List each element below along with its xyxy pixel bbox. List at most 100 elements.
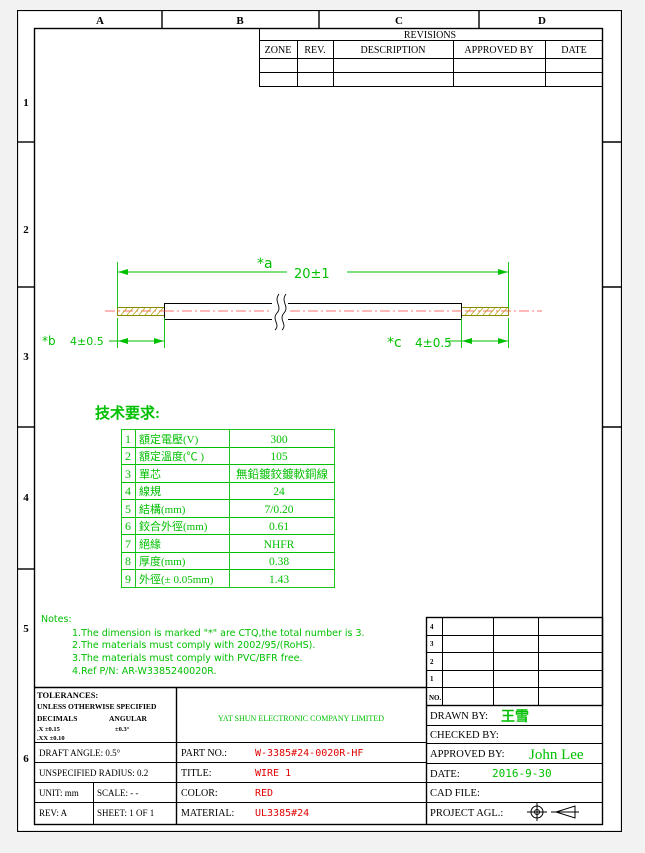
dim-b-label: *b <box>42 334 56 348</box>
engineering-drawing: A B C D 1 2 3 4 5 6 REVISIONS ZONE REV. … <box>17 10 622 832</box>
notes-title: Notes: <box>41 614 72 625</box>
zone-label-d: D <box>538 15 546 27</box>
approved-by-label: APPROVED BY: <box>430 749 505 760</box>
dim-c-arrow-left <box>462 338 472 344</box>
dimensions <box>109 262 509 348</box>
dim-b-arrow-right <box>154 338 164 344</box>
spec-table-grid <box>121 429 335 588</box>
material-label: MATERIAL: <box>181 808 234 819</box>
break-line-left <box>274 293 280 331</box>
scale: SCALE: - - <box>97 788 139 798</box>
zone-ticks <box>18 11 621 570</box>
zone-label-6: 6 <box>23 753 29 765</box>
break-gap <box>272 300 288 323</box>
unit: UNIT: mm <box>39 788 79 798</box>
spec-row-value: 7/0.20 <box>264 504 293 516</box>
spec-row-value: 1.43 <box>269 574 289 586</box>
spec-row-label: 鉸合外徑(mm) <box>139 519 208 533</box>
approved-by-value: John Lee <box>529 747 584 763</box>
spec-row-label: 額定電壓(V) <box>139 432 199 446</box>
spec-row-no: 6 <box>125 519 131 533</box>
drawing-sheet: A B C D 1 2 3 4 5 6 REVISIONS ZONE REV. … <box>17 10 622 832</box>
spec-row-no: 1 <box>125 432 131 446</box>
spec-row-value: 0.61 <box>269 521 289 533</box>
zone-label-a: A <box>96 15 104 27</box>
tolerances-block: TOLERANCES: UNLESS OTHERWISE SPECIFIED D… <box>37 690 157 742</box>
dim-a-value: 20±1 <box>294 267 330 282</box>
tolerances-line1: UNLESS OTHERWISE SPECIFIED <box>37 702 157 711</box>
tolerances-xx: .XX ±0.10 <box>37 735 65 742</box>
rev-mini-table: 4 3 2 1 NO. <box>429 623 442 702</box>
part-no-value: W-3385#24-0020R-HF <box>255 748 363 759</box>
revisions-title: REVISIONS <box>404 30 456 41</box>
spec-row-no: 9 <box>125 572 131 586</box>
checked-by-label: CHECKED BY: <box>430 730 499 741</box>
spec-row-no: 7 <box>125 537 131 551</box>
zone-label-c: C <box>395 15 403 27</box>
spec-row-label: 絕緣 <box>139 538 161 551</box>
spec-row-value: 300 <box>270 434 288 446</box>
rev-mini-no: 3 <box>430 640 434 648</box>
dim-b-value: 4±0.5 <box>70 335 104 348</box>
note-item: 3.The materials must comply with PVC/BFR… <box>72 653 303 664</box>
rev-header-zone: ZONE <box>265 45 292 56</box>
spec-row-no: 8 <box>125 554 131 568</box>
spec-row-label: 外徑(± 0.05mm) <box>139 573 214 586</box>
dim-a-label: *a <box>257 256 273 272</box>
rev-header-description: DESCRIPTION <box>360 45 425 56</box>
title-block-grid <box>34 616 604 825</box>
rev-mini-no: 1 <box>430 675 434 683</box>
color-value: RED <box>255 788 273 799</box>
color-label: COLOR: <box>181 788 218 799</box>
tolerances-title: TOLERANCES: <box>37 690 98 700</box>
drawn-by-label: DRAWN BY: <box>430 711 488 722</box>
zone-label-1: 1 <box>23 97 29 109</box>
zone-label-3: 3 <box>23 351 29 363</box>
spec-row-no: 5 <box>125 502 131 516</box>
spec-row-label: 額定溫度(℃ ) <box>139 449 204 463</box>
note-item: 1.The dimension is marked "*" are CTQ,th… <box>72 628 365 639</box>
tolerances-ang: ±0.3° <box>115 726 130 733</box>
zone-label-b: B <box>236 15 244 27</box>
wire-drawing <box>105 293 542 331</box>
spec-row-value: NHFR <box>264 539 295 551</box>
dim-b-arrow-left <box>118 338 128 344</box>
zone-label-2: 2 <box>23 224 29 236</box>
company-name: YAT SHUN ELECTRONIC COMPANY LIMITED <box>218 714 384 723</box>
outer-border <box>17 10 622 832</box>
conductor-hatch <box>120 307 508 316</box>
spec-row-no: 2 <box>125 449 131 463</box>
note-item: 4.Ref P/N: AR-W3385240020R. <box>72 666 217 677</box>
rev-header-rev: REV. <box>304 45 325 56</box>
note-item: 2.The materials must comply with 2002/95… <box>72 640 315 651</box>
drawn-by-value: 王雪 <box>501 708 529 725</box>
dim-c-label: *c <box>387 335 402 351</box>
rev-mini-no: 2 <box>430 658 434 666</box>
project-agl-label: PROJECT AGL.: <box>430 808 503 819</box>
spec-row-value: 0.38 <box>269 556 289 568</box>
spec-row-value: 105 <box>270 451 288 463</box>
title-label: TITLE: <box>181 768 212 779</box>
revisions-table <box>259 28 603 87</box>
rev: REV: A <box>39 808 68 818</box>
spec-row-label: 結構(mm) <box>139 502 186 516</box>
spec-row-value: 24 <box>273 486 285 498</box>
rev-mini-no: 4 <box>430 623 434 631</box>
zone-label-4: 4 <box>23 492 29 504</box>
dim-a-arrow-right <box>498 269 508 275</box>
dim-a-arrow-left <box>118 269 128 275</box>
spec-heading: 技术要求: <box>95 404 160 422</box>
zone-label-5: 5 <box>23 623 29 635</box>
sheet: SHEET: 1 OF 1 <box>97 808 154 818</box>
part-no-label: PART NO.: <box>181 748 227 759</box>
draft-angle: DRAFT ANGLE: 0.5° <box>39 748 121 758</box>
break-line-right <box>281 293 287 331</box>
spec-row-value: 無鉛鍍鉸鍍軟銅線 <box>236 467 328 481</box>
rev-mini-no-header: NO. <box>429 694 442 702</box>
notes: Notes: 1.The dimension is marked "*" are… <box>41 614 365 677</box>
tolerances-x: .X ±0.15 <box>37 726 61 733</box>
projection-symbol-icon <box>527 803 579 821</box>
title-value: WIRE 1 <box>255 768 291 779</box>
rev-header-approved: APPROVED BY <box>464 45 533 56</box>
dim-c-arrow-right <box>498 338 508 344</box>
